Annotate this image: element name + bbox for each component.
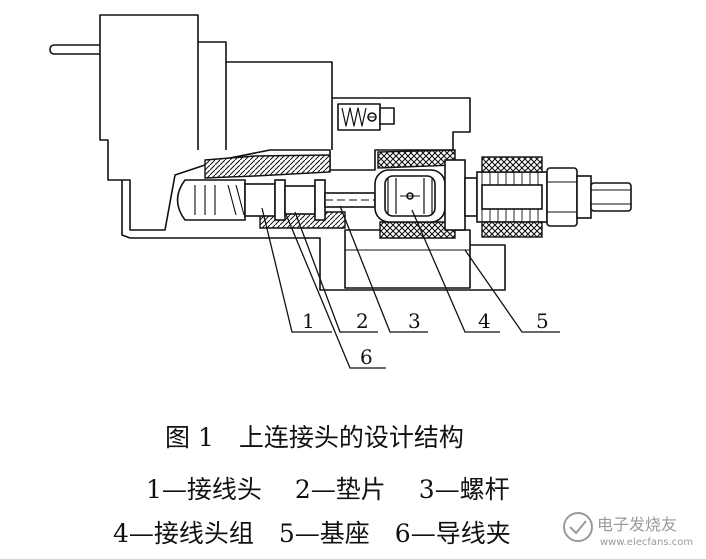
callout-6: 6 [360,345,373,369]
right-flange [444,159,466,231]
bolt-end [590,182,632,212]
leader-4 [411,209,500,333]
hex-nut [546,167,578,227]
base-block [344,229,471,289]
leader-2 [294,211,378,333]
wire-clamp [284,185,316,215]
watermark-logo-icon [563,512,593,542]
spring-icon [341,107,367,127]
shaft-hatch-top [481,156,543,173]
upper-sleeve [204,154,331,179]
callout-1: 1 [302,309,315,333]
washer [274,179,286,221]
callout-4: 4 [478,309,491,333]
watermark-site: www.elecfans.com [600,537,694,548]
left-pin [49,44,105,55]
leader-5 [464,249,560,333]
callout-2: 2 [356,309,369,333]
shaft-core [481,184,543,210]
screw-head-icon [367,112,377,122]
mounting-plate [121,180,506,291]
figure-title: 图 1 上连接头的设计结构 [165,423,464,452]
leader-6 [284,211,386,369]
leader-1 [261,207,332,333]
terminal-body [244,183,276,217]
shaft-hatch-bottom [481,221,543,238]
bracket [379,107,395,125]
watermark-brand: 电子发烧友 [597,515,678,534]
right-top-sleeve [377,149,456,169]
callout-5: 5 [536,309,549,333]
leader-3 [339,205,428,333]
right-bottom-sleeve [379,221,456,239]
legend-line-2: 4—接线头组 5—基座 6—导线夹 [113,519,511,548]
callout-3: 3 [408,309,421,333]
legend-line-1: 1—接线头 2—垫片 3—螺杆 [146,475,510,504]
terminal-head [176,179,246,221]
